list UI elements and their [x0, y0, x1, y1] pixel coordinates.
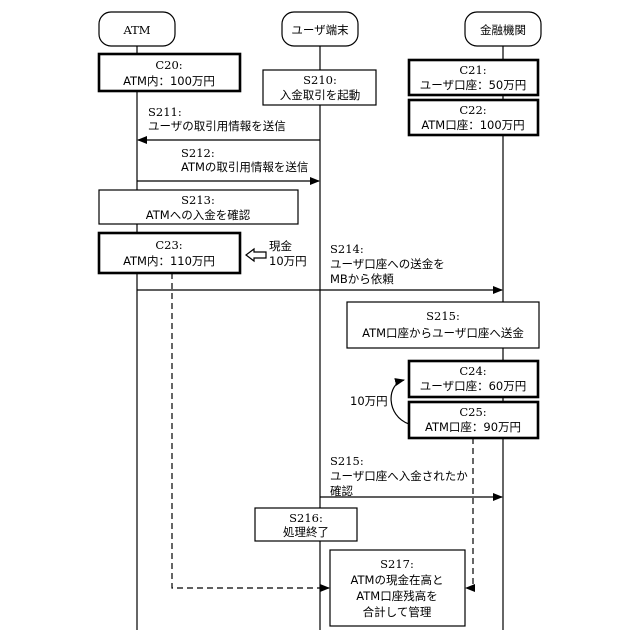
svg-text:確認: 確認	[330, 484, 353, 498]
svg-text:ATM: ATM	[122, 23, 150, 37]
svg-text:10万円: 10万円	[350, 394, 388, 408]
svg-text:S213:: S213:	[181, 193, 215, 207]
svg-text:C24:: C24:	[459, 364, 486, 378]
svg-text:ユーザ口座への送金を: ユーザ口座への送金を	[330, 257, 445, 271]
actor-user-terminal: ユーザ端末	[282, 12, 358, 46]
svg-text:処理終了: 処理終了	[283, 525, 329, 539]
process-box-s216: S216: 処理終了	[255, 508, 357, 541]
state-box-c21: C21: ユーザ口座：50万円	[409, 60, 538, 95]
svg-text:ATM口座残高を: ATM口座残高を	[356, 589, 437, 603]
svg-text:10万円: 10万円	[269, 254, 307, 268]
process-box-s217: S217: ATMの現金在高と ATM口座残高を 合計して管理	[330, 550, 465, 626]
svg-text:ATM口座からユーザ口座へ送金: ATM口座からユーザ口座へ送金	[362, 326, 524, 340]
svg-text:C20:: C20:	[155, 58, 182, 72]
svg-text:S216:: S216:	[289, 511, 323, 525]
svg-text:ATM内：100万円: ATM内：100万円	[123, 74, 215, 88]
state-box-c23: C23: ATM内：110万円	[99, 233, 240, 273]
svg-text:ATM内：110万円: ATM内：110万円	[123, 254, 215, 268]
svg-text:S211:: S211:	[148, 105, 182, 119]
cash-inflow-arrow: 現金 10万円	[246, 239, 307, 268]
process-box-s213: S213: ATMへの入金を確認	[99, 190, 298, 224]
state-box-c22: C22: ATM口座：100万円	[409, 100, 538, 135]
svg-text:S214:: S214:	[330, 242, 364, 256]
svg-text:ATMの現金在高と: ATMの現金在高と	[351, 573, 444, 587]
svg-text:C22:: C22:	[459, 103, 486, 117]
svg-text:S210:: S210:	[303, 73, 337, 87]
svg-text:ユーザの取引用情報を送信: ユーザの取引用情報を送信	[148, 119, 286, 133]
svg-text:C25:: C25:	[459, 405, 486, 419]
svg-text:S217:: S217:	[380, 557, 414, 571]
svg-text:S212:: S212:	[181, 146, 215, 160]
svg-text:S215:: S215:	[426, 309, 460, 323]
svg-text:合計して管理: 合計して管理	[363, 605, 432, 619]
svg-text:ユーザ口座へ入金されたか: ユーザ口座へ入金されたか	[330, 469, 468, 483]
process-box-s210: S210: 入金取引を起動	[263, 70, 376, 105]
svg-text:金融機関: 金融機関	[480, 23, 526, 37]
svg-text:ユーザ口座：60万円: ユーザ口座：60万円	[420, 379, 526, 393]
svg-text:C23:: C23:	[155, 238, 182, 252]
svg-text:ユーザ口座：50万円: ユーザ口座：50万円	[420, 78, 526, 92]
svg-text:ATMへの入金を確認: ATMへの入金を確認	[146, 208, 251, 222]
transfer-curve-arrow: 10万円	[350, 380, 409, 424]
svg-text:ATM口座：100万円: ATM口座：100万円	[421, 118, 524, 132]
svg-text:入金取引を起動: 入金取引を起動	[280, 88, 361, 102]
message-s211: S211: ユーザの取引用情報を送信	[138, 105, 320, 140]
svg-text:C21:: C21:	[459, 63, 486, 77]
message-s215: S215: ユーザ口座へ入金されたか 確認	[320, 454, 502, 498]
svg-text:ATM口座：90万円: ATM口座：90万円	[425, 420, 521, 434]
actor-bank: 金融機関	[465, 12, 541, 46]
message-s212: S212: ATMの取引用情報を送信	[137, 146, 319, 181]
svg-text:現金: 現金	[269, 239, 292, 253]
actor-atm: ATM	[99, 12, 175, 46]
svg-text:ユーザ端末: ユーザ端末	[291, 23, 349, 37]
svg-text:ATMの取引用情報を送信: ATMの取引用情報を送信	[181, 160, 308, 174]
state-box-c25: C25: ATM口座：90万円	[409, 402, 538, 438]
process-box-s215: S215: ATM口座からユーザ口座へ送金	[347, 302, 539, 348]
dashed-link-atm-account	[466, 438, 473, 588]
state-box-c20: C20: ATM内：100万円	[99, 54, 240, 91]
svg-text:S215:: S215:	[330, 454, 364, 468]
state-box-c24: C24: ユーザ口座：60万円	[409, 361, 538, 397]
svg-text:MBから依頼: MBから依頼	[330, 272, 394, 286]
